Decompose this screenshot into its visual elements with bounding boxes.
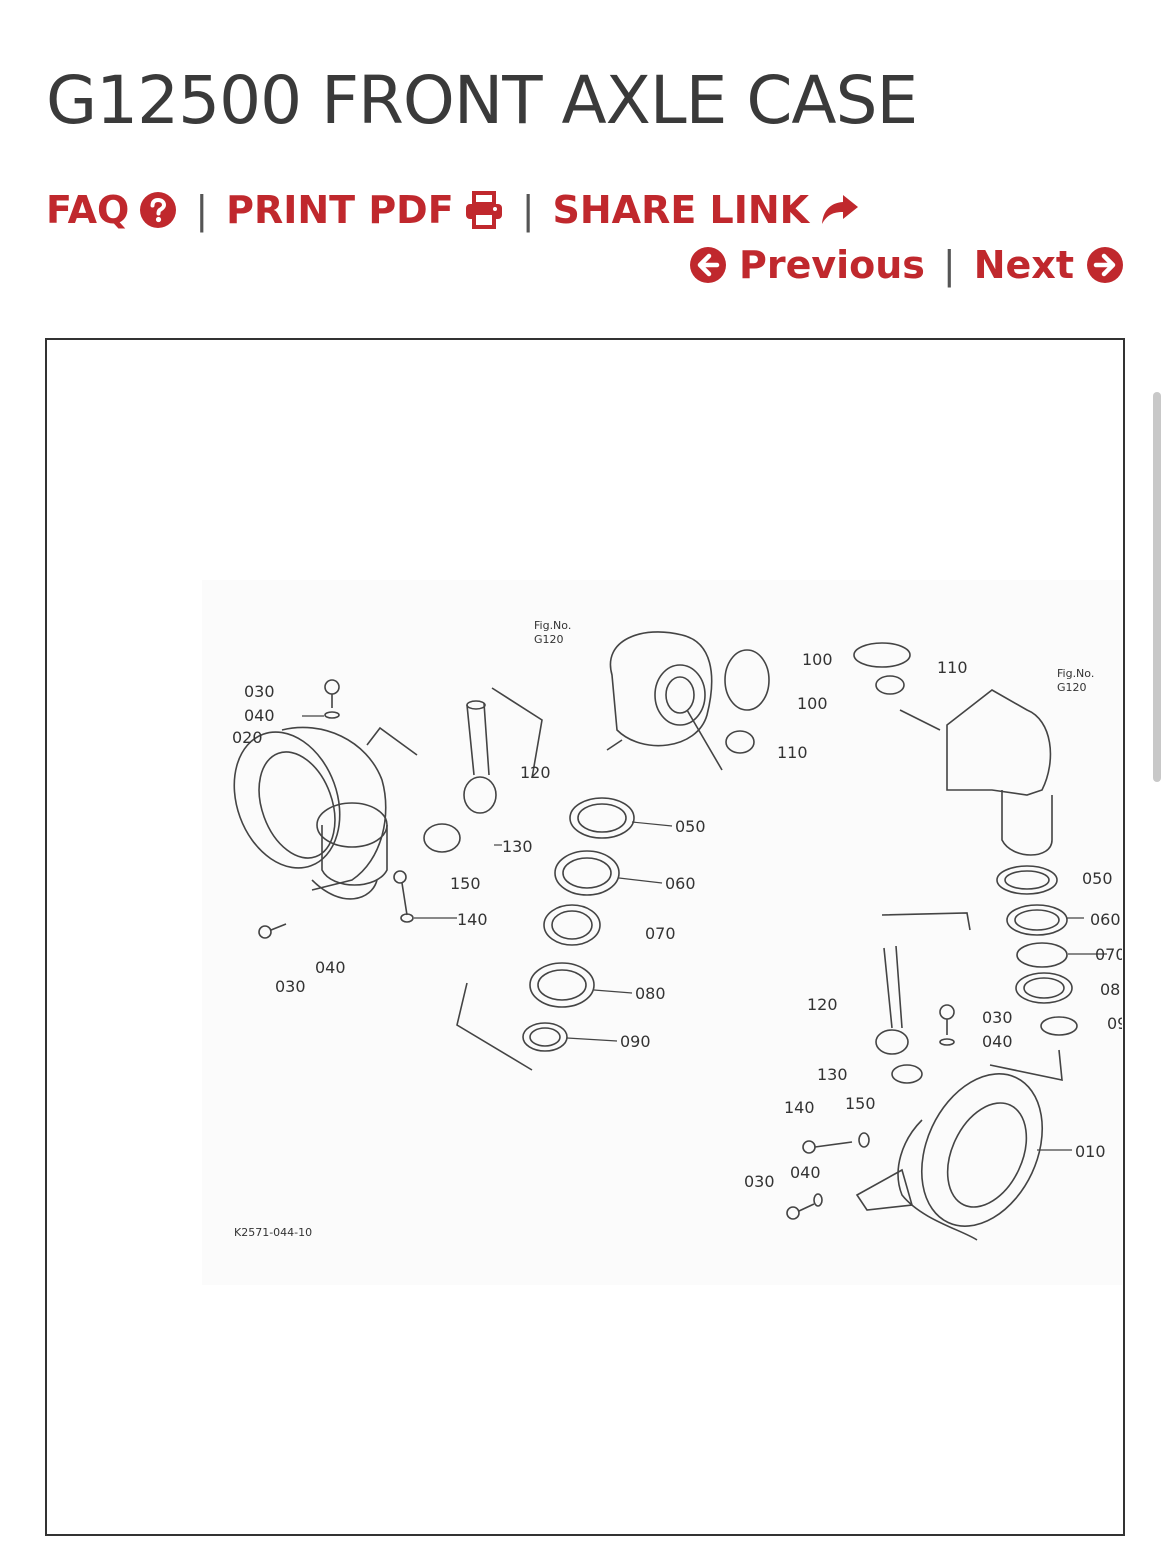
- part-label[interactable]: 090: [620, 1032, 651, 1051]
- part-label[interactable]: 080: [635, 984, 666, 1003]
- part-label[interactable]: 030: [275, 977, 306, 996]
- arrow-circle-left-icon: [689, 247, 726, 283]
- pager-separator: |: [942, 243, 956, 287]
- print-pdf-label: PRINT PDF: [226, 188, 454, 232]
- faq-label: FAQ: [46, 188, 130, 232]
- print-pdf-link[interactable]: PRINT PDF: [226, 188, 504, 232]
- next-label: Next: [973, 243, 1074, 287]
- pager: Previous | Next: [689, 243, 1124, 287]
- part-label[interactable]: 150: [845, 1094, 876, 1113]
- part-label[interactable]: 030: [744, 1172, 775, 1191]
- previous-link[interactable]: Previous: [689, 243, 925, 287]
- question-circle-icon: [140, 192, 177, 228]
- part-label[interactable]: 050: [1082, 869, 1113, 888]
- exploded-parts-diagram[interactable]: Fig.No. G120 Fig.No. G120 030 040 020 12…: [202, 580, 1122, 1285]
- part-label[interactable]: 010: [1075, 1142, 1106, 1161]
- next-link[interactable]: Next: [974, 243, 1124, 287]
- part-label[interactable]: 130: [502, 837, 533, 856]
- share-arrow-icon: [822, 195, 859, 224]
- part-label[interactable]: 070: [1095, 945, 1122, 964]
- faq-link[interactable]: FAQ: [46, 188, 177, 232]
- part-label[interactable]: 100: [802, 650, 833, 669]
- fig-ref-left-number: G120: [534, 633, 564, 646]
- part-label[interactable]: 020: [232, 728, 263, 747]
- part-label[interactable]: 140: [784, 1098, 815, 1117]
- share-link-label: SHARE LINK: [552, 188, 810, 232]
- links-separator: |: [195, 188, 209, 232]
- part-label[interactable]: 130: [817, 1065, 848, 1084]
- part-label[interactable]: 050: [675, 817, 706, 836]
- links-separator: |: [521, 188, 535, 232]
- part-label[interactable]: 040: [244, 706, 275, 725]
- action-links: FAQ | PRINT PDF | SHARE LINK: [46, 188, 859, 232]
- scrollbar[interactable]: [1153, 392, 1161, 782]
- part-label[interactable]: 040: [315, 958, 346, 977]
- part-label[interactable]: 070: [645, 924, 676, 943]
- part-label[interactable]: 110: [937, 658, 968, 677]
- arrow-circle-right-icon: [1087, 247, 1123, 283]
- part-label[interactable]: 150: [450, 874, 481, 893]
- part-label[interactable]: 140: [457, 910, 488, 929]
- part-label[interactable]: 030: [244, 682, 275, 701]
- part-label[interactable]: 08: [1100, 980, 1120, 999]
- fig-ref-right-label: Fig.No.: [1057, 667, 1094, 680]
- part-label[interactable]: 060: [665, 874, 696, 893]
- part-label[interactable]: 060: [1090, 910, 1121, 929]
- part-label[interactable]: 100: [797, 694, 828, 713]
- part-label[interactable]: 120: [520, 763, 551, 782]
- part-label[interactable]: 110: [777, 743, 808, 762]
- part-label[interactable]: 040: [982, 1032, 1013, 1051]
- previous-label: Previous: [738, 243, 925, 287]
- part-label[interactable]: 120: [807, 995, 838, 1014]
- part-label[interactable]: 030: [982, 1008, 1013, 1027]
- fig-ref-right-number: G120: [1057, 681, 1087, 694]
- share-link[interactable]: SHARE LINK: [553, 188, 860, 232]
- page-title: G12500 FRONT AXLE CASE: [46, 62, 918, 139]
- printer-icon: [465, 191, 502, 229]
- part-label[interactable]: 040: [790, 1163, 821, 1182]
- diagram-code: K2571-044-10: [234, 1226, 312, 1239]
- diagram-frame[interactable]: Fig.No. G120 Fig.No. G120 030 040 020 12…: [45, 338, 1125, 1536]
- fig-ref-left-label: Fig.No.: [534, 619, 571, 632]
- part-label[interactable]: 09: [1107, 1014, 1122, 1033]
